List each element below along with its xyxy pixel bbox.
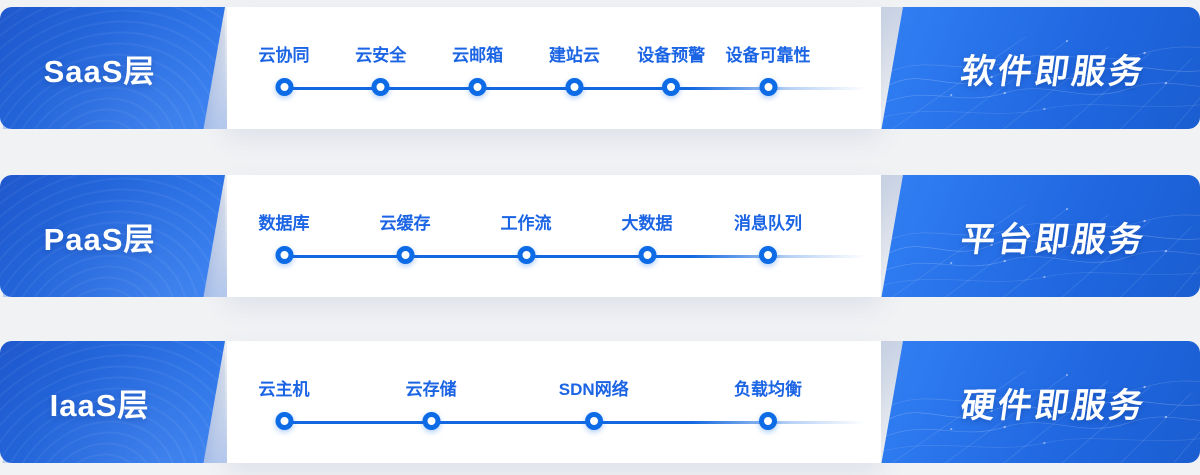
timeline-item-label: 工作流 [500, 214, 552, 233]
timeline-item-label: 设备可靠性 [725, 46, 811, 65]
timeline-node-icon [759, 412, 777, 430]
timeline-node-icon [584, 412, 603, 430]
timeline: 云主机 云存储 SDN网络 负载均衡 [259, 341, 866, 463]
timeline-item: 云存储 [406, 379, 457, 430]
layer-band-saas: 云协同 云安全 云邮箱 建站云 设备预警设备可靠性 SaaS层 软件即服务 [0, 7, 1200, 129]
timeline-item-label: 大数据 [621, 214, 673, 233]
service-title: 软件即服务 [958, 52, 1149, 91]
timeline-node-icon [517, 246, 535, 264]
timeline-node-icon [638, 246, 656, 264]
layer-title: IaaS层 [49, 387, 150, 423]
timeline-node-icon [396, 246, 414, 264]
timeline-item-label: 消息队列 [734, 214, 802, 233]
timeline-item: 云邮箱 [452, 45, 503, 96]
timeline-item: 消息队列 [734, 213, 802, 264]
layer-title: PaaS层 [43, 221, 156, 257]
timeline-item: 云安全 [355, 45, 406, 96]
timeline-item: 云缓存 [380, 213, 431, 264]
timeline-item-label: 建站云 [548, 46, 600, 65]
timeline-item: 负载均衡 [734, 379, 802, 430]
layer-title: SaaS层 [43, 53, 156, 89]
timeline-node-icon [759, 246, 777, 264]
timeline-item-label: 负载均衡 [734, 380, 802, 399]
timeline-item-label: 云存储 [405, 380, 457, 399]
timeline-node-icon [275, 246, 293, 264]
timeline-item: 工作流 [501, 213, 552, 264]
timeline-item: 建站云 [549, 45, 600, 96]
timeline-item: 设备可靠性 [726, 45, 811, 96]
layer-band-paas: 数据库 云缓存 工作流 大数据 消息队列 PaaS层 平台即服务 [0, 175, 1200, 297]
layer-label-shape: IaaS层 [0, 341, 225, 463]
timeline-band: 数据库 云缓存 工作流 大数据 消息队列 [227, 175, 881, 297]
timeline-item: 大数据 [622, 213, 673, 264]
timeline-node-icon [275, 78, 293, 96]
service-label-shape: 软件即服务 [880, 7, 1200, 129]
timeline-band: 云主机 云存储 SDN网络 负载均衡 [227, 341, 881, 463]
timeline-item-label: 数据库 [258, 214, 310, 233]
timeline-item-label: 云安全 [355, 46, 407, 65]
service-title: 平台即服务 [958, 220, 1149, 259]
timeline-item-label: 云邮箱 [452, 46, 504, 65]
service-label-shape: 硬件即服务 [880, 341, 1200, 463]
service-title: 硬件即服务 [958, 386, 1149, 425]
layer-label-shape: SaaS层 [0, 7, 225, 129]
service-label-shape: 平台即服务 [880, 175, 1200, 297]
layer-band-iaas: 云主机 云存储 SDN网络 负载均衡 IaaS层 硬件即服务 [0, 341, 1200, 463]
timeline-band: 云协同 云安全 云邮箱 建站云 设备预警设备可靠性 [227, 7, 881, 129]
timeline-node-icon [468, 78, 487, 96]
timeline-item-label: 云缓存 [379, 214, 431, 233]
timeline-node-icon [662, 78, 681, 96]
timeline-item-label: 云主机 [258, 380, 310, 399]
timeline: 云协同 云安全 云邮箱 建站云 设备预警设备可靠性 [259, 7, 866, 129]
timeline-node-icon [275, 412, 293, 430]
timeline-item: 设备预警 [637, 45, 705, 96]
timeline-item-label: SDN网络 [558, 380, 629, 399]
timeline-item: 云协同 [259, 45, 310, 96]
timeline-line [284, 255, 866, 258]
timeline: 数据库 云缓存 工作流 大数据 消息队列 [259, 175, 866, 297]
timeline-item-label: 云协同 [258, 46, 310, 65]
timeline-node-icon [371, 78, 390, 96]
timeline-item: SDN网络 [559, 379, 629, 430]
timeline-item-label: 设备预警 [637, 46, 706, 65]
timeline-node-icon [422, 412, 441, 430]
timeline-node-icon [759, 78, 777, 96]
layer-label-shape: PaaS层 [0, 175, 225, 297]
timeline-node-icon [565, 78, 584, 96]
timeline-item: 云主机 [259, 379, 310, 430]
timeline-item: 数据库 [259, 213, 310, 264]
timeline-line [284, 421, 866, 424]
